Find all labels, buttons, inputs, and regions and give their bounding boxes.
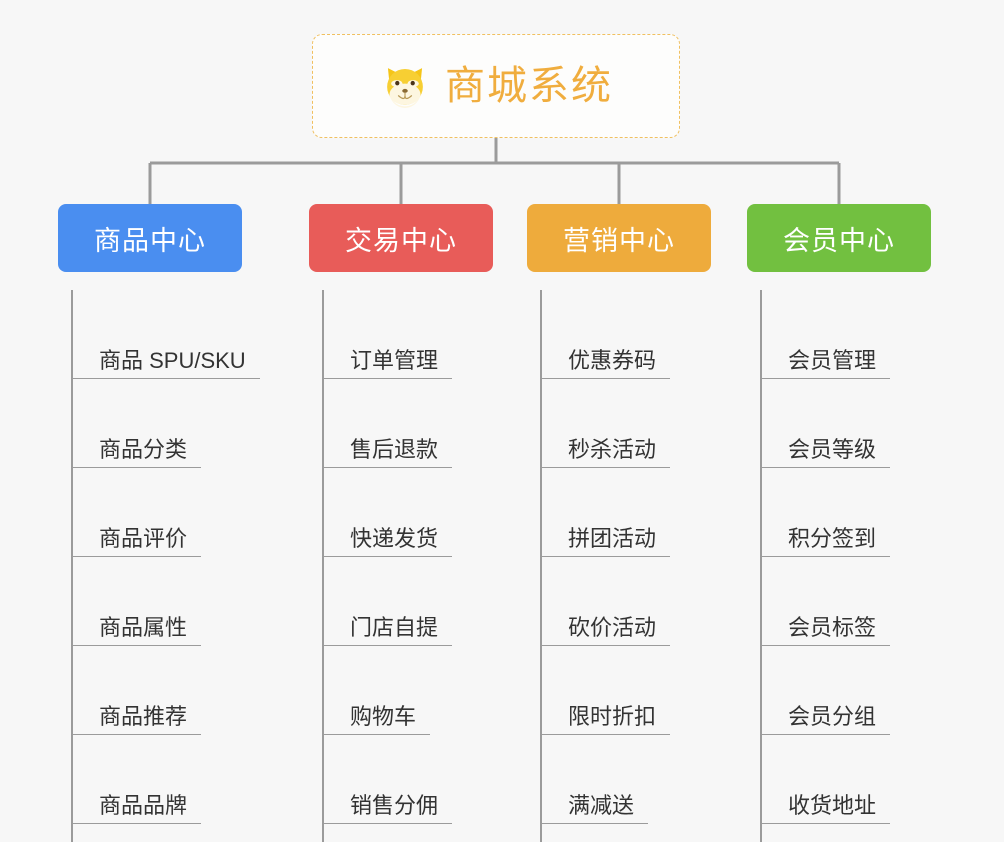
leaf-item[interactable]: 限时折扣 [527, 646, 742, 735]
leaf-label: 拼团活动 [540, 528, 671, 557]
leaf-item[interactable]: 商品分类 [58, 379, 290, 468]
category-header-label: 营销中心 [563, 225, 675, 256]
leaf-item[interactable]: 商品 SPU/SKU [58, 290, 290, 379]
leaf-stem [540, 290, 542, 842]
leaf-item[interactable]: 会员标签 [747, 557, 962, 646]
leaf-item[interactable]: 商品属性 [58, 557, 290, 646]
leaf-item[interactable]: 销售分佣 [309, 735, 524, 824]
leaf-label: 商品品牌 [71, 795, 202, 824]
leaf-label: 砍价活动 [540, 617, 671, 646]
leaf-item[interactable]: 秒杀活动 [527, 379, 742, 468]
leaf-item[interactable]: 满减送 [527, 735, 742, 824]
category-column-trade: 交易中心 订单管理 售后退款 快递发货 门店自提 购物车 销售分佣 [309, 204, 524, 842]
leaf-label: 限时折扣 [540, 706, 671, 735]
leaf-label: 会员标签 [760, 617, 891, 646]
category-header-trade[interactable]: 交易中心 [309, 204, 493, 272]
root-node[interactable]: 商城系统 [312, 34, 680, 138]
leaf-item[interactable]: 商品推荐 [58, 646, 290, 735]
leaf-item[interactable]: 会员等级 [747, 379, 962, 468]
leaf-label: 售后退款 [322, 439, 453, 468]
leaf-item[interactable]: 拼团活动 [527, 468, 742, 557]
leaf-item[interactable]: 快递发货 [309, 468, 524, 557]
leaf-label: 商品 SPU/SKU [71, 350, 260, 379]
leaf-label: 商品推荐 [71, 706, 202, 735]
leaf-list-trade: 订单管理 售后退款 快递发货 门店自提 购物车 销售分佣 [309, 272, 524, 842]
leaf-label: 积分签到 [760, 528, 891, 557]
leaf-item[interactable]: 会员分组 [747, 646, 962, 735]
leaf-stem [71, 290, 73, 842]
leaf-list-member: 会员管理 会员等级 积分签到 会员标签 会员分组 收货地址 [747, 272, 962, 842]
leaf-stem [322, 290, 324, 842]
leaf-label: 收货地址 [760, 795, 891, 824]
leaf-item[interactable]: 优惠券码 [527, 290, 742, 379]
leaf-label: 满减送 [540, 795, 649, 824]
category-header-marketing[interactable]: 营销中心 [527, 204, 711, 272]
leaf-item[interactable]: 售后退款 [309, 379, 524, 468]
leaf-label: 会员管理 [760, 350, 891, 379]
leaf-item[interactable]: 商品品牌 [58, 735, 290, 824]
leaf-item[interactable]: 砍价活动 [527, 557, 742, 646]
leaf-label: 商品评价 [71, 528, 202, 557]
category-header-product[interactable]: 商品中心 [58, 204, 242, 272]
leaf-label: 会员分组 [760, 706, 891, 735]
category-header-label: 商品中心 [94, 225, 206, 256]
leaf-list-product: 商品 SPU/SKU 商品分类 商品评价 商品属性 商品推荐 商品品牌 [58, 272, 290, 842]
leaf-label: 门店自提 [322, 617, 453, 646]
leaf-label: 购物车 [322, 706, 431, 735]
leaf-label: 秒杀活动 [540, 439, 671, 468]
leaf-label: 订单管理 [322, 350, 453, 379]
leaf-item[interactable]: 积分签到 [747, 468, 962, 557]
leaf-label: 销售分佣 [322, 795, 453, 824]
leaf-label: 快递发货 [322, 528, 453, 557]
category-column-member: 会员中心 会员管理 会员等级 积分签到 会员标签 会员分组 收货地址 [747, 204, 962, 842]
root-title: 商城系统 [445, 64, 613, 108]
leaf-label: 商品属性 [71, 617, 202, 646]
category-header-label: 会员中心 [783, 225, 895, 256]
leaf-label: 会员等级 [760, 439, 891, 468]
category-column-product: 商品中心 商品 SPU/SKU 商品分类 商品评价 商品属性 商品推荐 商品品牌 [58, 204, 290, 842]
category-header-member[interactable]: 会员中心 [747, 204, 931, 272]
leaf-item[interactable]: 会员管理 [747, 290, 962, 379]
leaf-list-marketing: 优惠券码 秒杀活动 拼团活动 砍价活动 限时折扣 满减送 [527, 272, 742, 842]
leaf-stem [760, 290, 762, 842]
leaf-item[interactable]: 商品评价 [58, 468, 290, 557]
leaf-label: 商品分类 [71, 439, 202, 468]
leaf-label: 优惠券码 [540, 350, 671, 379]
leaf-item[interactable]: 收货地址 [747, 735, 962, 824]
category-column-marketing: 营销中心 优惠券码 秒杀活动 拼团活动 砍价活动 限时折扣 满减送 [527, 204, 742, 842]
leaf-item[interactable]: 订单管理 [309, 290, 524, 379]
shiba-dog-emoji [379, 60, 431, 112]
category-header-label: 交易中心 [345, 225, 457, 256]
leaf-item[interactable]: 门店自提 [309, 557, 524, 646]
leaf-item[interactable]: 购物车 [309, 646, 524, 735]
